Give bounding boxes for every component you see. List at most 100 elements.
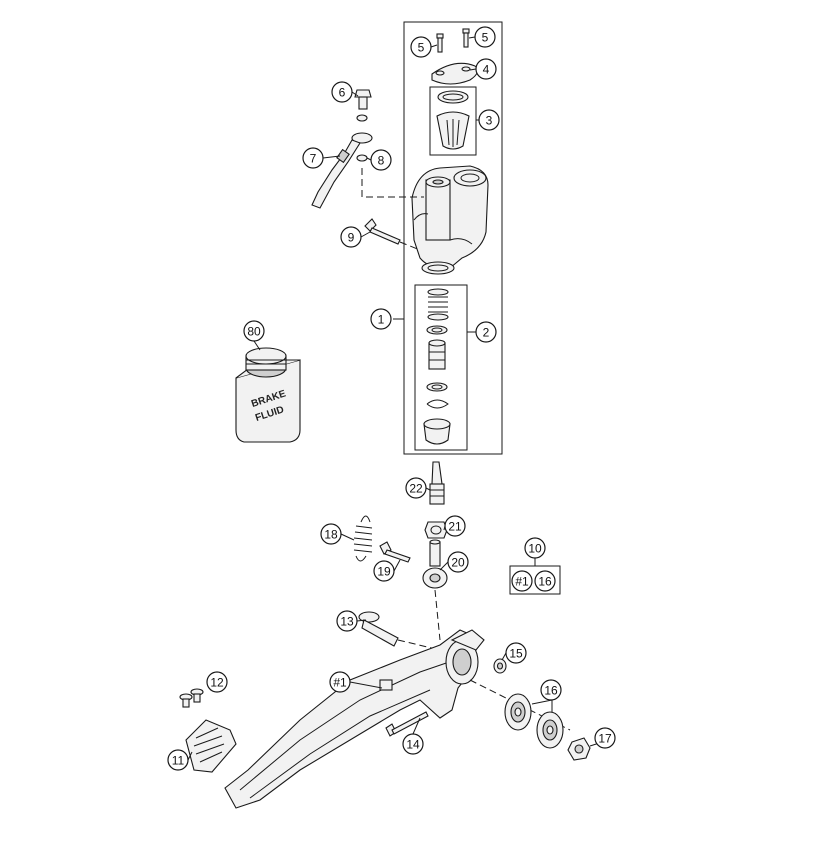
leader-line xyxy=(360,231,371,238)
callout-number: 5 xyxy=(418,41,425,55)
callout-circle xyxy=(447,551,469,573)
seal-ring-8 xyxy=(356,154,368,162)
callout-number: 22 xyxy=(409,482,423,496)
callout-number: #1 xyxy=(333,676,347,690)
bearing-16a xyxy=(504,693,532,731)
callout-circle xyxy=(167,749,189,771)
leader-line xyxy=(468,36,476,39)
callout-c4: 4 xyxy=(475,58,497,80)
clevis-20 xyxy=(422,539,448,589)
callout-c14: 14 xyxy=(402,733,424,755)
return-spring-18 xyxy=(353,515,373,562)
callout-number: 8 xyxy=(378,154,385,168)
callout-circle xyxy=(331,81,353,103)
piston-kit-frame xyxy=(414,284,468,451)
callout-c20: 20 xyxy=(447,551,469,573)
callout-number: 7 xyxy=(310,152,317,166)
callout-circle xyxy=(336,610,358,632)
leader-line xyxy=(430,44,438,48)
callout-c5a: 5 xyxy=(410,36,432,58)
callout-number: 1 xyxy=(378,313,385,327)
callout-circle xyxy=(475,321,497,343)
nut-17 xyxy=(567,737,591,761)
callout-c10b: 16 xyxy=(534,570,556,592)
callout-circle xyxy=(206,671,228,693)
callout-number: 10 xyxy=(528,542,542,556)
brake-fluid-can-80: BRAKE FLUID xyxy=(235,347,301,443)
callout-circle xyxy=(478,109,500,131)
callout-circle xyxy=(474,26,496,48)
nut-21 xyxy=(424,521,448,539)
callout-c15: 15 xyxy=(505,642,527,664)
callout-number: 13 xyxy=(340,615,354,629)
reservoir-cover-4 xyxy=(431,62,479,85)
leader-line xyxy=(469,68,477,71)
callout-number: 16 xyxy=(538,575,552,589)
callout-number: 19 xyxy=(377,565,391,579)
callout-c13: 13 xyxy=(336,610,358,632)
callout-circle xyxy=(475,58,497,80)
callout-number: 20 xyxy=(451,556,465,570)
callout-c3: 3 xyxy=(478,109,500,131)
leader-line xyxy=(356,619,367,622)
callout-number: 4 xyxy=(483,63,490,77)
screw-9 xyxy=(364,218,401,245)
callout-number: 6 xyxy=(339,86,346,100)
leader-line xyxy=(253,340,261,351)
callout-number: 16 xyxy=(544,684,558,698)
callout-circle xyxy=(340,226,362,248)
callout-c11: 11 xyxy=(167,749,189,771)
callout-circle xyxy=(410,36,432,58)
bolt-14 xyxy=(385,711,429,737)
callout-c1: 1 xyxy=(370,308,392,330)
leader-line xyxy=(349,681,383,689)
callout-circle xyxy=(329,671,351,693)
leader-line xyxy=(366,157,372,161)
foot-brake-pedal xyxy=(224,629,485,809)
callout-circle xyxy=(243,320,265,342)
leader-line xyxy=(340,533,355,541)
callout-circle xyxy=(302,147,324,169)
banjo-bolt-6 xyxy=(354,89,372,110)
master-cylinder-body xyxy=(411,165,489,275)
callout-number: 5 xyxy=(482,31,489,45)
callout-c10: 10 xyxy=(524,537,546,559)
callout-circle xyxy=(524,537,546,559)
leader-line xyxy=(322,155,341,159)
brake-hose-7 xyxy=(311,132,373,209)
callout-c7: 7 xyxy=(302,147,324,169)
callout-c21: 21 xyxy=(444,515,466,537)
callout-number: 11 xyxy=(172,754,185,768)
pedal-step-11 xyxy=(185,719,237,773)
sleeve-13 xyxy=(358,611,399,647)
callout-c10a: #1 xyxy=(511,570,533,592)
screw-5b xyxy=(462,28,470,48)
piston-kit-2 xyxy=(423,288,451,445)
callout-number: 17 xyxy=(598,732,612,746)
callout-c12: 12 xyxy=(206,671,228,693)
callout-number: 21 xyxy=(448,520,462,534)
leader-line xyxy=(412,717,421,735)
callout-c2: 2 xyxy=(475,321,497,343)
callout-c5b: 5 xyxy=(474,26,496,48)
callout-circle xyxy=(540,679,562,701)
callout-c22: 22 xyxy=(405,477,427,499)
leader-line xyxy=(187,751,193,761)
callout-circle xyxy=(320,523,342,545)
callout-c6: 6 xyxy=(331,81,353,103)
leader-line xyxy=(439,561,449,571)
callout-number: 14 xyxy=(406,738,420,752)
diaphragm-3 xyxy=(436,90,470,150)
leader-line xyxy=(425,487,431,491)
callout-number: 2 xyxy=(483,326,490,340)
callout-circle xyxy=(511,570,533,592)
callout-number: 80 xyxy=(247,325,261,339)
screw-5a xyxy=(436,33,444,53)
bearing-16b xyxy=(536,711,564,749)
callout-circle xyxy=(594,727,616,749)
callout-number: 9 xyxy=(348,231,355,245)
master-cylinder-frame xyxy=(403,21,503,455)
callout-c80: 80 xyxy=(243,320,265,342)
reservoir-cap-frame xyxy=(429,86,477,156)
